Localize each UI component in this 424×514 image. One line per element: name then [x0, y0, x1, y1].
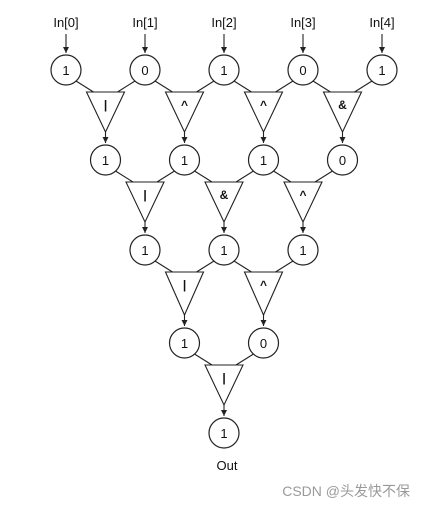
gate-op-L1-0: |	[104, 98, 107, 112]
node-value-L1-2: 1	[260, 153, 267, 168]
node-circle-L2-0	[129, 234, 161, 266]
wire-left-L2-0	[115, 170, 134, 183]
gate-op-L2-2: ^	[299, 188, 306, 202]
wire-left-L3-0	[154, 260, 173, 273]
node-circle-L2-1	[208, 234, 240, 266]
node-circle-L0-2	[208, 54, 240, 86]
node-circle-L0-1	[129, 54, 161, 86]
gate-triangle-L2-1	[204, 181, 244, 224]
node-value-L2-0: 1	[141, 243, 148, 258]
wire-left-L1-3	[312, 80, 331, 93]
node-value-L4-0: 1	[220, 426, 227, 441]
gate-triangle-L1-1	[164, 91, 205, 134]
wire-right-L1-0	[117, 80, 136, 93]
wire-right-L4-0	[235, 353, 254, 366]
wire-right-L2-0	[156, 170, 175, 183]
wire-left-L1-2	[233, 80, 252, 93]
node-circle-L3-0	[168, 327, 201, 359]
gate-triangle-L3-1	[243, 271, 284, 317]
wire-right-L3-0	[196, 260, 215, 273]
node-value-L1-3: 0	[339, 153, 346, 168]
gate-op-L2-1: &	[220, 188, 229, 202]
gate-triangle-L1-0	[85, 91, 126, 134]
wires-layer	[63, 34, 385, 416]
wire-left-L2-1	[194, 170, 213, 183]
node-value-L2-1: 1	[220, 243, 227, 258]
wire-left-L3-1	[233, 260, 252, 273]
node-circle-L2-2	[287, 234, 319, 266]
wire-right-L3-1	[275, 260, 294, 273]
gate-op-L1-1: ^	[181, 98, 188, 112]
node-circle-L0-3	[287, 54, 319, 86]
wire-right-L1-2	[275, 80, 294, 93]
input-label-4: In[4]	[369, 15, 394, 30]
node-value-L0-1: 0	[141, 63, 148, 78]
node-circle-L1-2	[247, 144, 280, 176]
input-label-1: In[1]	[132, 15, 157, 30]
gate-triangle-L2-0	[125, 181, 165, 224]
gate-op-L3-0: |	[183, 278, 186, 292]
gate-op-L1-3: &	[338, 98, 347, 112]
output-label: Out	[217, 458, 238, 473]
gate-triangle-L1-2	[243, 91, 284, 134]
node-value-L0-3: 0	[299, 63, 306, 78]
watermark: CSDN @头发快不保	[282, 483, 410, 499]
node-value-L2-2: 1	[299, 243, 306, 258]
input-label-2: In[2]	[211, 15, 236, 30]
node-circle-L3-1	[247, 327, 280, 359]
input-label-0: In[0]	[53, 15, 78, 30]
gate-triangle-L2-2	[283, 181, 323, 224]
node-value-L1-0: 1	[102, 153, 109, 168]
node-value-L0-4: 1	[378, 63, 385, 78]
gate-op-L3-1: ^	[260, 278, 267, 292]
node-circle-L4-0	[208, 417, 240, 449]
node-circle-L0-0	[50, 54, 82, 86]
wire-right-L1-1	[196, 80, 215, 93]
input-label-3: In[3]	[290, 15, 315, 30]
gate-op-L2-0: |	[143, 188, 146, 202]
gate-op-L4-0: |	[222, 371, 225, 385]
node-circle-L0-4	[366, 54, 398, 86]
node-value-L1-1: 1	[181, 153, 188, 168]
gate-triangle-L4-0	[204, 364, 244, 407]
node-value-L3-0: 1	[181, 336, 188, 351]
wire-right-L1-3	[354, 80, 373, 93]
wire-left-L1-0	[75, 80, 94, 93]
shapes-layer: In[0] In[1] In[2] In[3] In[4] 1 0 1 0 1 | ^ ^ & 1 1 1 0 | &…	[50, 15, 398, 449]
wire-left-L4-0	[194, 353, 213, 366]
node-circle-L1-0	[89, 144, 122, 176]
wire-left-L1-1	[154, 80, 173, 93]
wire-right-L2-2	[314, 170, 333, 183]
gate-triangle-L1-3	[322, 91, 363, 134]
node-value-L0-0: 1	[62, 63, 69, 78]
node-value-L0-2: 1	[220, 63, 227, 78]
wire-left-L2-2	[273, 170, 292, 183]
node-value-L3-1: 0	[260, 336, 267, 351]
gate-op-L1-2: ^	[260, 98, 267, 112]
node-circle-L1-3	[326, 144, 359, 176]
wire-right-L2-1	[235, 170, 254, 183]
node-circle-L1-1	[168, 144, 201, 176]
gate-triangle-L3-0	[164, 271, 205, 317]
